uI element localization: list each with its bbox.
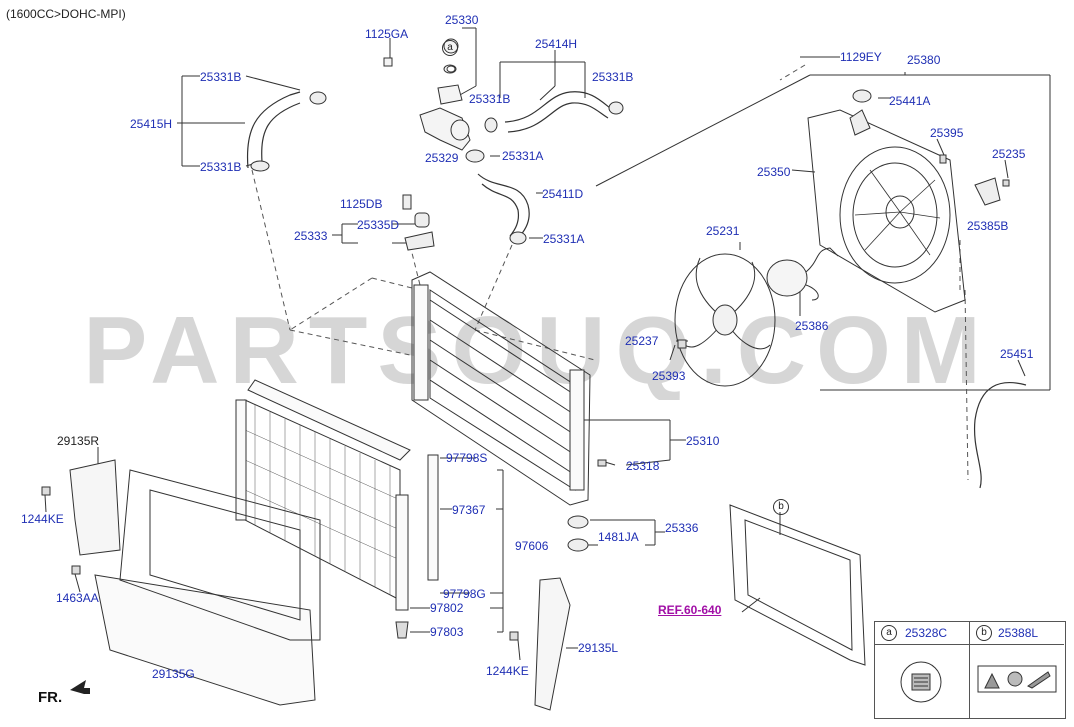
callout-29135G[interactable]: 29135G [152,667,195,681]
callout-25335D[interactable]: 25335D [357,218,400,232]
callout-25331B-mid[interactable]: 25331B [469,92,511,106]
callout-25451[interactable]: 25451 [1000,347,1034,361]
callout-25380[interactable]: 25380 [907,53,941,67]
callout-25237[interactable]: 25237 [625,334,659,348]
callout-25331B-bottom[interactable]: 25331B [200,160,242,174]
front-direction-label: FR. [38,689,63,706]
callout-1125GA[interactable]: 1125GA [365,27,409,41]
marker-a: a [442,40,458,56]
legend-marker-a: a [881,625,897,641]
callout-25441A[interactable]: 25441A [889,94,931,108]
legend-marker-b: b [976,625,992,641]
legend-part-a[interactable]: 25328C [905,626,948,640]
callout-25331B-top[interactable]: 25331B [200,70,242,84]
caution-label-icon [900,661,942,703]
callout-25331B-right[interactable]: 25331B [592,70,634,84]
callout-1481JA[interactable]: 1481JA [598,530,639,544]
callout-1244KE-left[interactable]: 1244KE [21,512,64,526]
callout-25350[interactable]: 25350 [757,165,791,179]
callout-97798S[interactable]: 97798S [446,451,488,465]
callout-25331A-bottom[interactable]: 25331A [543,232,585,246]
callout-25330[interactable]: 25330 [445,13,479,27]
callout-97802[interactable]: 97802 [430,601,464,615]
front-arrow-icon [70,680,90,694]
callout-97798G[interactable]: 97798G [443,587,486,601]
callout-25414H[interactable]: 25414H [535,37,578,51]
callout-25318[interactable]: 25318 [626,459,660,473]
callout-1244KE-right[interactable]: 1244KE [486,664,529,678]
legend-table: a 25328C b 25388L [874,621,1066,719]
callout-29135L[interactable]: 29135L [578,641,619,655]
callout-25395[interactable]: 25395 [930,126,964,140]
legend-part-b[interactable]: 25388L [998,626,1039,640]
callout-25235[interactable]: 25235 [992,147,1026,161]
callout-97606[interactable]: 97606 [515,539,549,553]
callout-25386[interactable]: 25386 [795,319,829,333]
callout-25329[interactable]: 25329 [425,151,459,165]
callout-25393[interactable]: 25393 [652,369,686,383]
callout-1129EY[interactable]: 1129EY [840,50,882,64]
warning-label-icon [977,665,1057,693]
legend-cell-a: a 25328C [875,622,970,718]
engine-variant-title: (1600CC>DOHC-MPI) [6,7,126,21]
callout-1125DB[interactable]: 1125DB [340,197,383,211]
reference-link[interactable]: REF.60-640 [658,603,722,617]
callout-29135R[interactable]: 29135R [57,434,100,448]
callout-25385B[interactable]: 25385B [967,219,1009,233]
callout-25331A-top[interactable]: 25331A [502,149,544,163]
callout-1463AA[interactable]: 1463AA [56,591,99,605]
callout-25310[interactable]: 25310 [686,434,720,448]
callout-25336[interactable]: 25336 [665,521,699,535]
callout-97803[interactable]: 97803 [430,625,464,639]
callout-25415H[interactable]: 25415H [130,117,173,131]
callout-97367[interactable]: 97367 [452,503,486,517]
legend-cell-b: b 25388L [970,622,1064,718]
callout-25333[interactable]: 25333 [294,229,328,243]
callout-25411D[interactable]: 25411D [542,187,584,201]
callout-25231[interactable]: 25231 [706,224,740,238]
marker-b: b [773,499,789,515]
